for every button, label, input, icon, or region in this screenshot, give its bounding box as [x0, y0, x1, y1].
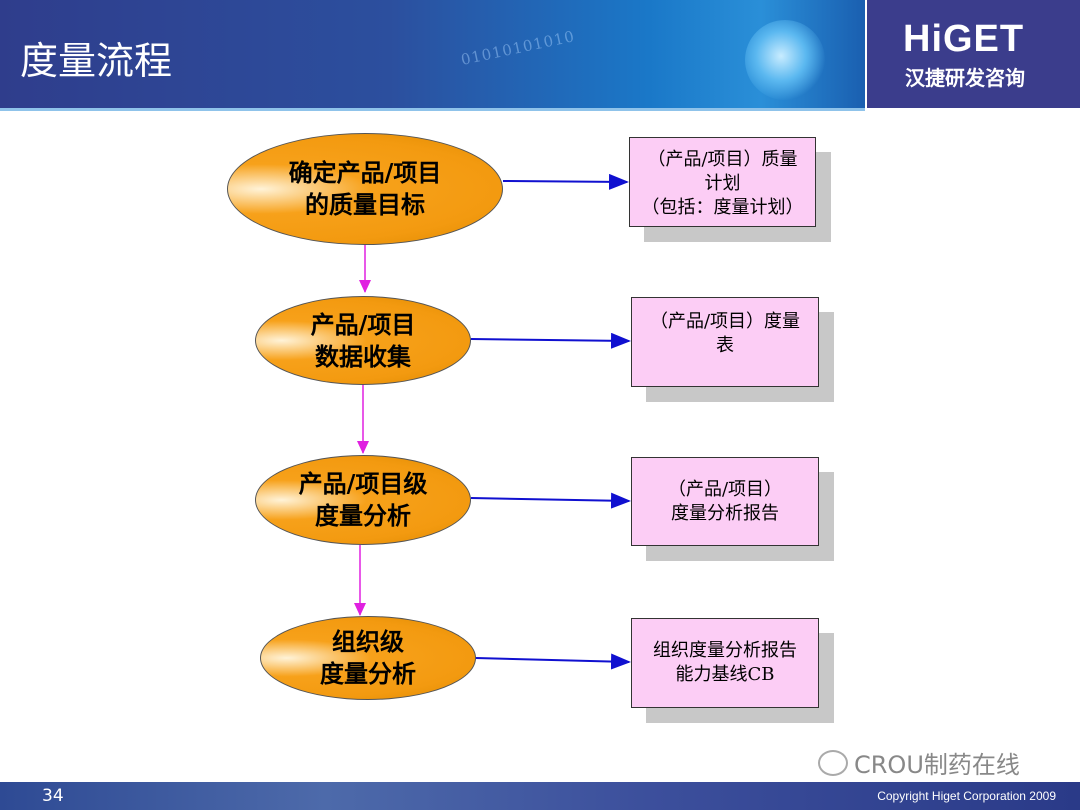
output-text: 度量分析报告 [671, 503, 779, 524]
flow-step-project-analysis: 产品/项目级度量分析 [255, 455, 471, 545]
wechat-icon [818, 749, 848, 776]
step-text: 产品/项目级 [298, 469, 428, 498]
watermark-text: CROU制药在线 [854, 751, 1020, 779]
arrow-step1-output [502, 173, 629, 190]
header-banner: 01010101010 度量流程 [0, 0, 865, 108]
output-org-report: 组织度量分析报告 能力基线CB [631, 618, 819, 708]
footer-bar: 34 Copyright Higet Corporation 2009 [0, 782, 1080, 810]
globe-decoration [745, 20, 825, 100]
copyright: Copyright Higet Corporation 2009 [877, 789, 1056, 803]
step-text: 数据收集 [314, 341, 411, 371]
step-text: 确定产品/项目 [288, 158, 442, 187]
output-text: （产品/项目）质量 [647, 149, 798, 170]
arrow-step3-output [470, 492, 631, 509]
output-text: 能力基线CB [675, 664, 775, 685]
output-text: （产品/项目） [667, 479, 783, 500]
step-text: 产品/项目 [310, 309, 416, 339]
arrow-step4-output [475, 653, 631, 670]
flow-step-data-collection: 产品/项目数据收集 [255, 296, 471, 385]
flow-step-org-analysis: 组织级度量分析 [260, 616, 476, 700]
output-text: （产品/项目）度量 [649, 311, 801, 332]
logo: HiGET 汉捷研发咨询 [867, 0, 1080, 108]
output-text: 组织度量分析报告 [653, 640, 797, 661]
step-text: 度量分析 [314, 501, 411, 530]
output-text: 计划 [704, 173, 741, 194]
page-number: 34 [42, 786, 64, 806]
step-text: 组织级 [332, 627, 404, 656]
output-text: （包括：度量计划） [641, 197, 804, 218]
logo-subtitle: 汉捷研发咨询 [905, 66, 1025, 90]
output-measure-table: （产品/项目）度量 表 [631, 297, 819, 387]
output-text: 表 [716, 335, 734, 356]
flow-step-quality-goal: 确定产品/项目的质量目标 [227, 133, 503, 245]
header-divider [0, 108, 865, 111]
page-title: 度量流程 [20, 39, 173, 83]
output-quality-plan: （产品/项目）质量 计划 （包括：度量计划） [629, 137, 816, 227]
step-text: 的质量目标 [304, 190, 425, 219]
output-project-report: （产品/项目） 度量分析报告 [631, 457, 819, 546]
logo-brand: HiGET [903, 18, 1025, 60]
arrow-step2-output [470, 332, 631, 349]
step-text: 度量分析 [320, 659, 416, 688]
watermark: CROU制药在线 [818, 745, 1020, 780]
